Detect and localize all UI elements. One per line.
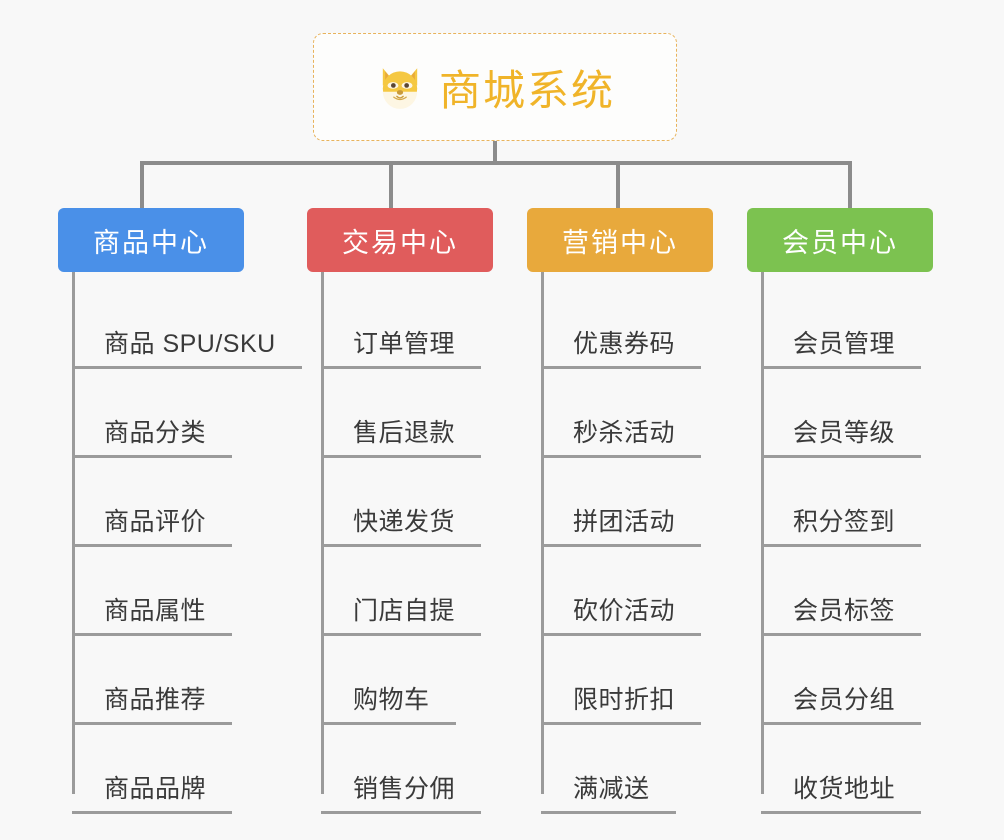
leaf-item[interactable]: 砍价活动 xyxy=(527,547,713,636)
leaf-label: 拼团活动 xyxy=(541,502,702,547)
leaf-item[interactable]: 商品属性 xyxy=(58,547,244,636)
leaf-label: 售后退款 xyxy=(321,413,482,458)
leaf-item[interactable]: 商品 SPU/SKU xyxy=(58,280,302,369)
root-node[interactable]: 商城系统 xyxy=(313,33,677,141)
category-header-1[interactable]: 商品中心 xyxy=(58,208,244,272)
leaf-label: 会员管理 xyxy=(761,324,922,369)
leaf-spine-1 xyxy=(72,272,75,794)
connector-drop-3 xyxy=(616,161,620,209)
leaf-label: 会员等级 xyxy=(761,413,922,458)
leaf-item[interactable]: 门店自提 xyxy=(307,547,493,636)
leaf-label: 商品分类 xyxy=(72,413,233,458)
leaf-item[interactable]: 收货地址 xyxy=(747,725,933,814)
leaf-item[interactable]: 秒杀活动 xyxy=(527,369,713,458)
leaf-item[interactable]: 商品评价 xyxy=(58,458,244,547)
leaf-spine-3 xyxy=(541,272,544,794)
leaf-list-4: 会员管理 会员等级 积分签到 会员标签 会员分组 收货地址 xyxy=(747,272,933,814)
leaf-label: 商品品牌 xyxy=(72,769,233,814)
leaf-item[interactable]: 拼团活动 xyxy=(527,458,713,547)
leaf-spine-2 xyxy=(321,272,324,794)
category-header-3[interactable]: 营销中心 xyxy=(527,208,713,272)
leaf-item[interactable]: 优惠券码 xyxy=(527,280,713,369)
leaf-item[interactable]: 商品推荐 xyxy=(58,636,244,725)
leaf-label: 秒杀活动 xyxy=(541,413,702,458)
leaf-item[interactable]: 会员标签 xyxy=(747,547,933,636)
leaf-label: 商品属性 xyxy=(72,591,233,636)
branch-column-1: 商品中心 商品 SPU/SKU 商品分类 商品评价 商品属性 商品推荐 商品品牌 xyxy=(58,208,302,814)
leaf-item[interactable]: 购物车 xyxy=(307,636,493,725)
leaf-label: 门店自提 xyxy=(321,591,482,636)
leaf-label: 销售分佣 xyxy=(321,769,482,814)
leaf-item[interactable]: 订单管理 xyxy=(307,280,493,369)
category-title-3: 营销中心 xyxy=(562,227,678,258)
leaf-label: 会员分组 xyxy=(761,680,922,725)
leaf-label: 购物车 xyxy=(321,680,456,725)
category-title-2: 交易中心 xyxy=(342,227,458,258)
shiba-dog-face-icon xyxy=(375,62,425,112)
leaf-item[interactable]: 会员等级 xyxy=(747,369,933,458)
leaf-label: 商品 SPU/SKU xyxy=(72,324,302,369)
leaf-list-2: 订单管理 售后退款 快递发货 门店自提 购物车 销售分佣 xyxy=(307,272,493,814)
category-header-2[interactable]: 交易中心 xyxy=(307,208,493,272)
leaf-label: 限时折扣 xyxy=(541,680,702,725)
leaf-label: 积分签到 xyxy=(761,502,922,547)
leaf-label: 快递发货 xyxy=(321,502,482,547)
leaf-label: 会员标签 xyxy=(761,591,922,636)
leaf-list-1: 商品 SPU/SKU 商品分类 商品评价 商品属性 商品推荐 商品品牌 xyxy=(58,272,302,814)
leaf-list-3: 优惠券码 秒杀活动 拼团活动 砍价活动 限时折扣 满减送 xyxy=(527,272,713,814)
connector-drop-1 xyxy=(140,161,144,209)
leaf-item[interactable]: 商品分类 xyxy=(58,369,244,458)
root-title: 商城系统 xyxy=(438,66,615,114)
connector-root-stem xyxy=(493,141,497,165)
leaf-label: 商品推荐 xyxy=(72,680,233,725)
leaf-item[interactable]: 会员分组 xyxy=(747,636,933,725)
leaf-item[interactable]: 销售分佣 xyxy=(307,725,493,814)
connector-horizontal-bus xyxy=(140,161,852,165)
leaf-label: 优惠券码 xyxy=(541,324,702,369)
category-header-4[interactable]: 会员中心 xyxy=(747,208,933,272)
leaf-item[interactable]: 售后退款 xyxy=(307,369,493,458)
branch-column-4: 会员中心 会员管理 会员等级 积分签到 会员标签 会员分组 收货地址 xyxy=(747,208,933,814)
leaf-item[interactable]: 满减送 xyxy=(527,725,713,814)
leaf-item[interactable]: 限时折扣 xyxy=(527,636,713,725)
leaf-label: 商品评价 xyxy=(72,502,233,547)
branch-column-2: 交易中心 订单管理 售后退款 快递发货 门店自提 购物车 销售分佣 xyxy=(307,208,493,814)
leaf-item[interactable]: 会员管理 xyxy=(747,280,933,369)
leaf-spine-4 xyxy=(761,272,764,794)
leaf-item[interactable]: 积分签到 xyxy=(747,458,933,547)
category-title-1: 商品中心 xyxy=(93,227,209,258)
leaf-label: 满减送 xyxy=(541,769,676,814)
connector-drop-4 xyxy=(848,161,852,209)
leaf-item[interactable]: 快递发货 xyxy=(307,458,493,547)
leaf-label: 收货地址 xyxy=(761,769,922,814)
connector-drop-2 xyxy=(389,161,393,209)
leaf-item[interactable]: 商品品牌 xyxy=(58,725,244,814)
category-title-4: 会员中心 xyxy=(782,227,898,258)
leaf-label: 砍价活动 xyxy=(541,591,702,636)
branch-column-3: 营销中心 优惠券码 秒杀活动 拼团活动 砍价活动 限时折扣 满减送 xyxy=(527,208,713,814)
leaf-label: 订单管理 xyxy=(321,324,482,369)
